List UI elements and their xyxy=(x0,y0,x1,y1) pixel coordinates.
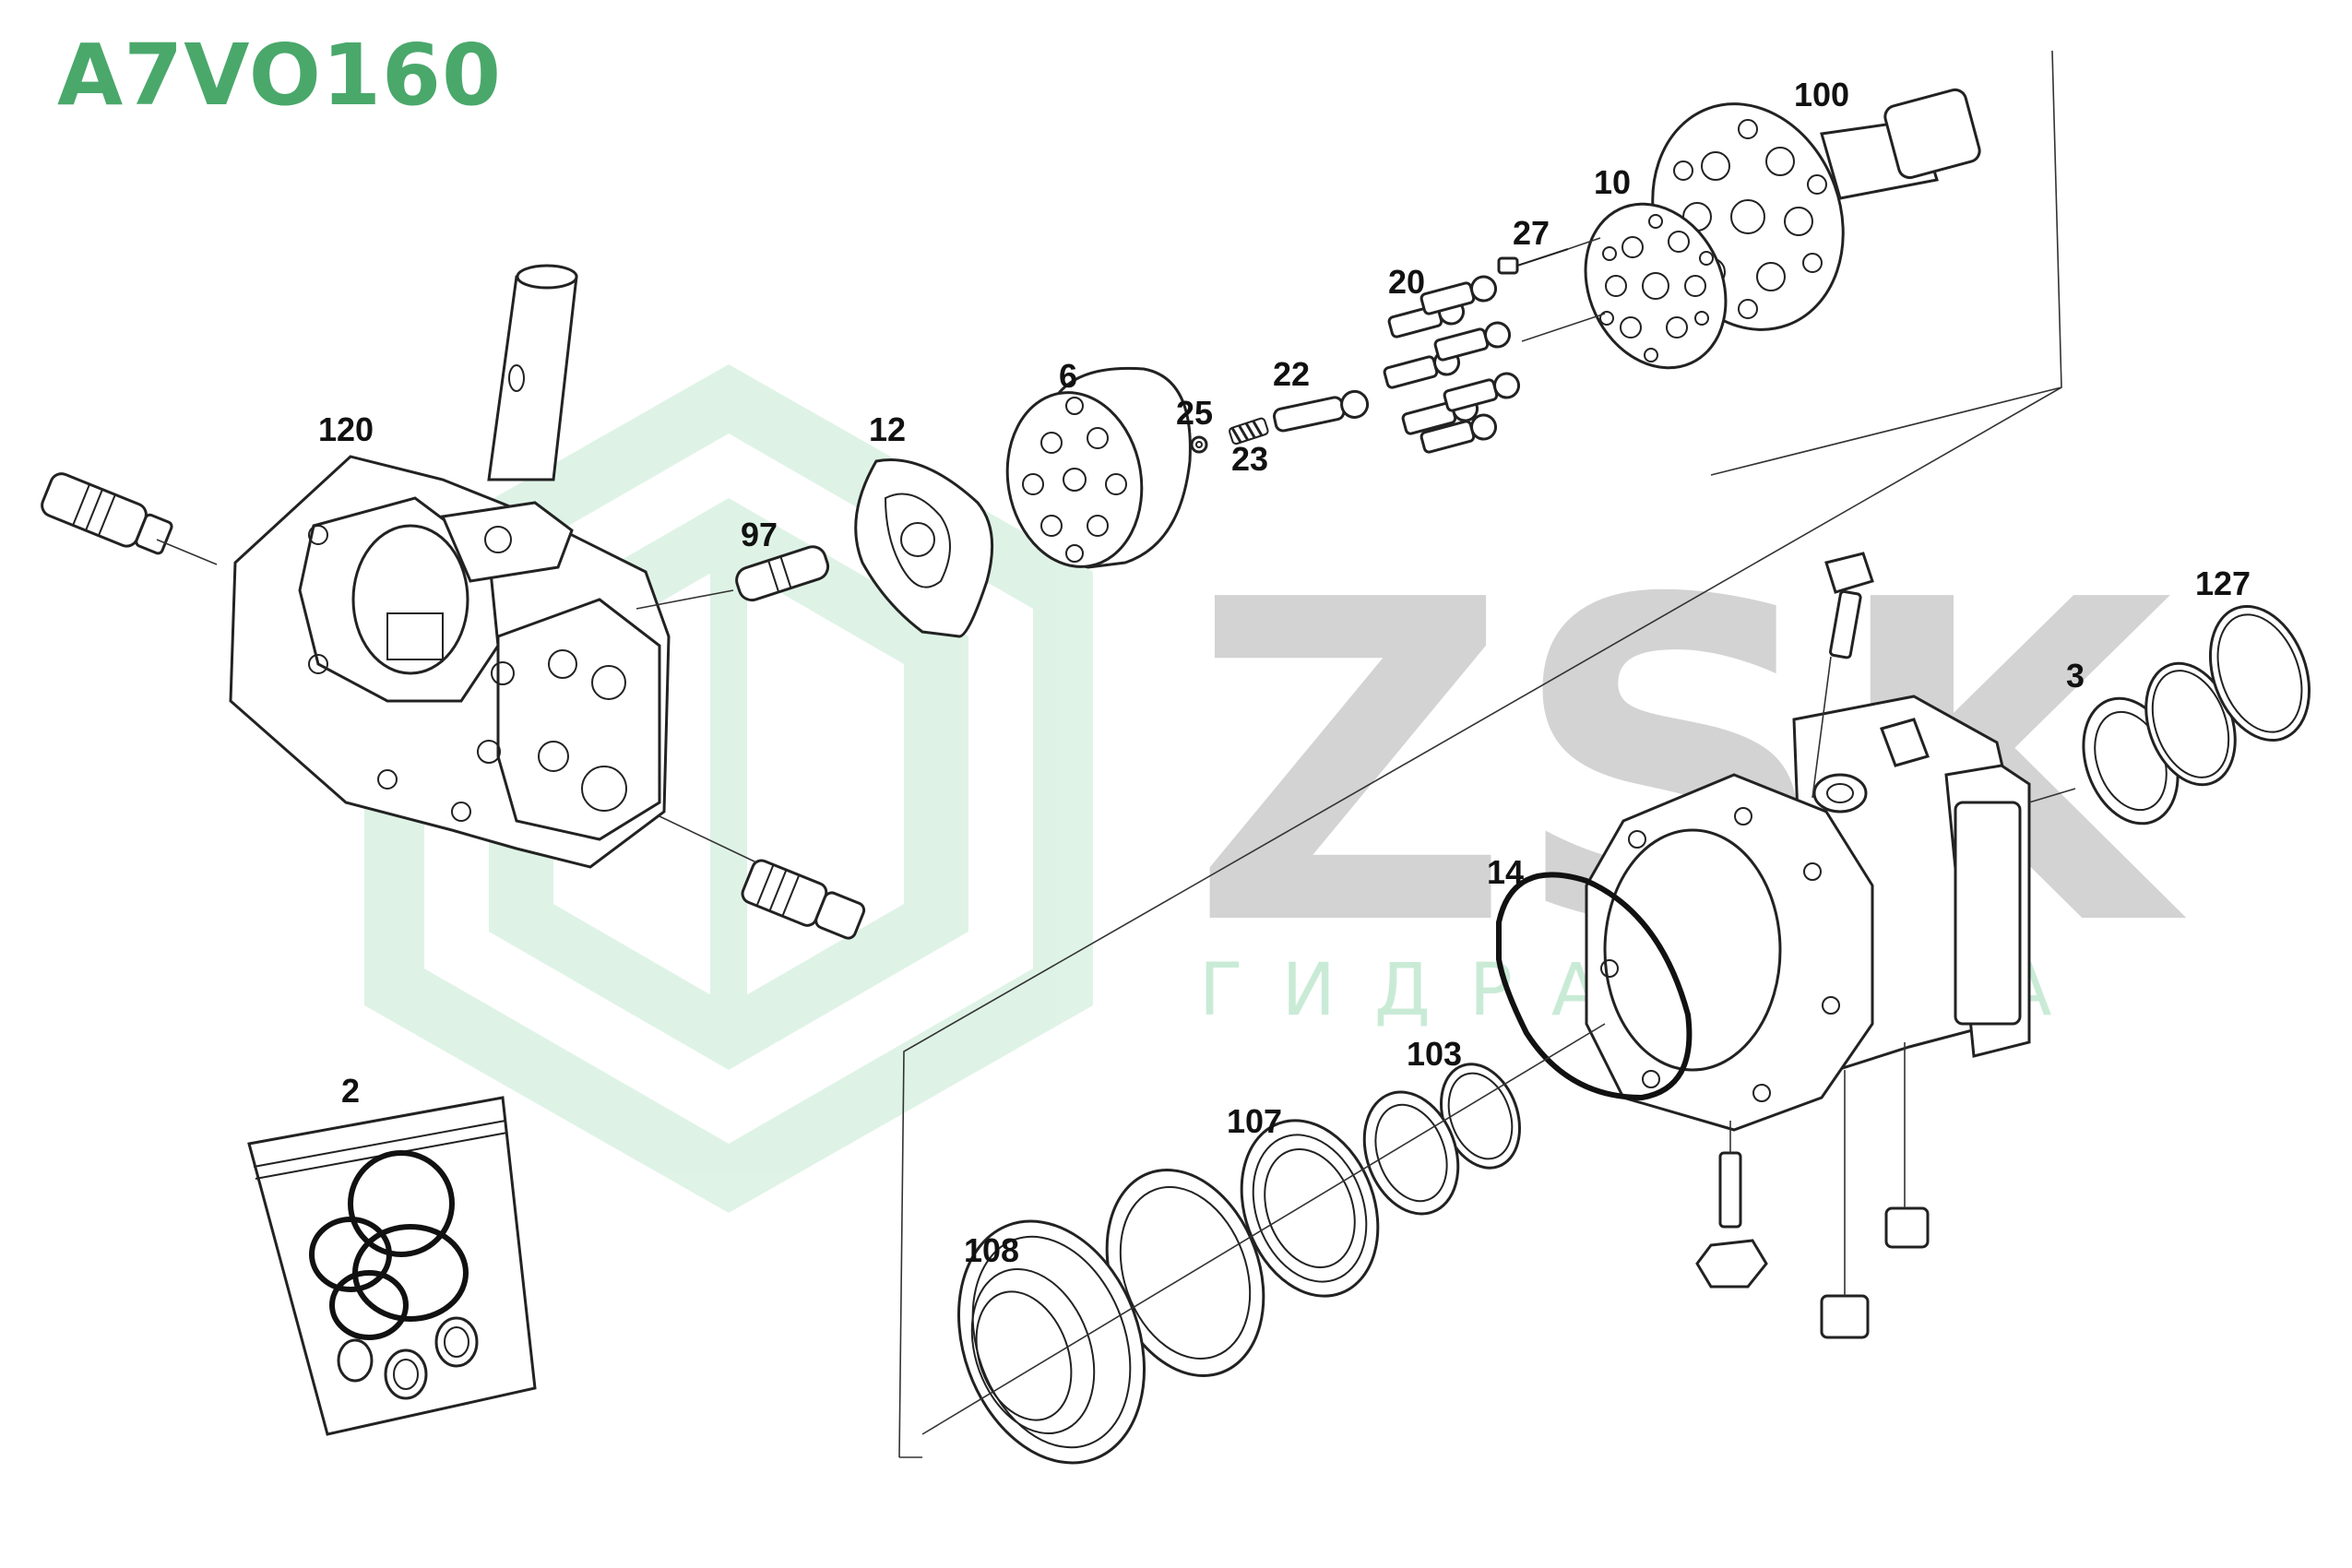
part-120-port-plate-housing xyxy=(229,455,671,869)
callout-10: 10 xyxy=(1594,163,1631,201)
part-107-roller-bearing xyxy=(1240,1119,1380,1298)
callout-20: 20 xyxy=(1388,263,1425,301)
part-127-circlip xyxy=(2208,604,2311,742)
callout-97: 97 xyxy=(741,516,778,553)
part-20-pistons xyxy=(1383,275,1521,454)
part-25-washer xyxy=(1190,435,1208,454)
callout-25: 25 xyxy=(1176,394,1213,432)
callout-107: 107 xyxy=(1227,1102,1282,1140)
part-120-sleeve xyxy=(487,264,578,481)
part-housing-plug-1 xyxy=(1820,1070,1870,1339)
part-housing-plug-2 xyxy=(1884,1042,1930,1249)
part-10-retaining-plate xyxy=(1521,202,1728,370)
part-22-center-pin xyxy=(1272,389,1370,433)
part-120-plug-bottom xyxy=(659,815,866,940)
part-housing-stud xyxy=(1695,1121,1768,1289)
callout-108: 108 xyxy=(964,1231,1019,1269)
part-23-spring xyxy=(1229,417,1269,445)
callout-6: 6 xyxy=(1059,357,1077,395)
callout-12: 12 xyxy=(869,410,906,448)
part-120-plug-left xyxy=(41,472,218,565)
part-main-housing xyxy=(1585,695,2076,1132)
part-spacer-ring xyxy=(1362,1090,1460,1216)
part-housing-bolt-top xyxy=(1812,552,1874,799)
part-108-taper-bearing xyxy=(956,1219,1146,1465)
callout-3: 3 xyxy=(2066,657,2085,695)
callout-14: 14 xyxy=(1487,853,1524,891)
callout-127: 127 xyxy=(2195,564,2251,602)
callout-2: 2 xyxy=(341,1072,360,1110)
diagram-title: A7VO160 xyxy=(57,26,503,125)
callout-labels: 100 10 27 20 22 6 25 23 12 120 97 127 3 … xyxy=(318,76,2251,1269)
assembly-frame xyxy=(898,50,2062,1458)
part-27-screw xyxy=(1497,237,1601,275)
callout-120: 120 xyxy=(318,410,374,448)
part-ring-seal xyxy=(2144,661,2237,787)
part-6-cylinder-block xyxy=(1005,366,1192,569)
part-97-control-piston xyxy=(636,545,830,610)
part-2-seal-kit-bag xyxy=(247,1096,537,1436)
part-14-o-ring xyxy=(1496,872,1693,1101)
callout-27: 27 xyxy=(1513,214,1550,252)
callout-22: 22 xyxy=(1273,355,1310,393)
callout-23: 23 xyxy=(1231,440,1268,478)
callout-100: 100 xyxy=(1794,76,1849,113)
callout-103: 103 xyxy=(1407,1035,1462,1073)
part-12-control-plate xyxy=(854,457,994,638)
bearing-axis-line xyxy=(921,1023,1606,1435)
